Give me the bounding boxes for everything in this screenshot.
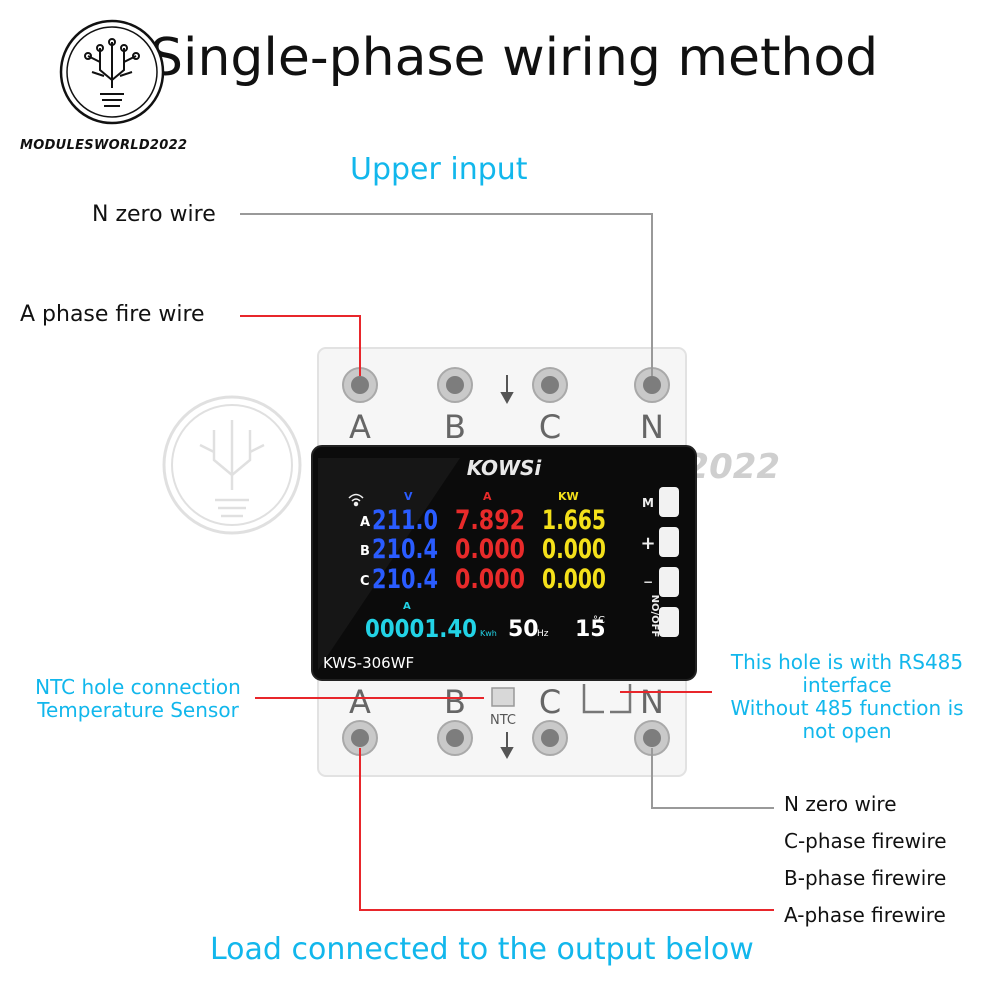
row-c-voltage: 210.4 bbox=[372, 564, 438, 595]
row-a-power: 1.665 bbox=[542, 505, 606, 536]
rs485-note-line1: This hole is with RS485 bbox=[730, 650, 964, 674]
temperature-reading: 15 bbox=[575, 617, 606, 642]
unit-temp: °C bbox=[593, 615, 605, 626]
unit-kwh: Kwh bbox=[480, 629, 497, 638]
menu-button-label: M bbox=[642, 496, 654, 510]
row-b-power: 0.000 bbox=[542, 534, 606, 565]
right-b-phase-label: B-phase firewire bbox=[784, 866, 947, 890]
top-a-wire bbox=[240, 315, 361, 376]
top-arrow-icon bbox=[500, 375, 514, 405]
row-b-current: 0.000 bbox=[455, 534, 525, 565]
rs485-note: This hole is with RS485 interface Withou… bbox=[712, 651, 982, 743]
bottom-terminal-c: C bbox=[539, 683, 561, 721]
brand-name: MODULESWORLD2022 bbox=[20, 138, 188, 153]
unit-amp-total: A bbox=[403, 601, 411, 612]
bottom-terminal-n: N bbox=[640, 683, 664, 721]
leader-lines bbox=[240, 213, 774, 911]
row-a-phase: A bbox=[360, 515, 370, 530]
row-a-voltage: 211.0 bbox=[372, 505, 438, 536]
unit-kw: KW bbox=[558, 490, 579, 503]
display-screen bbox=[311, 445, 697, 681]
unit-volt: V bbox=[404, 490, 413, 503]
row-c-phase: C bbox=[360, 574, 370, 589]
row-b-voltage: 210.4 bbox=[372, 534, 438, 565]
device-buttons bbox=[659, 487, 679, 637]
top-terminal-c: C bbox=[539, 408, 561, 446]
top-terminals bbox=[342, 367, 670, 403]
row-c-current: 0.000 bbox=[455, 564, 525, 595]
right-n-zero-wire-label: N zero wire bbox=[784, 792, 897, 816]
rs485-note-line4: not open bbox=[802, 719, 892, 743]
frequency-reading: 50 bbox=[508, 617, 539, 642]
menu-button[interactable] bbox=[659, 487, 679, 517]
minus-button[interactable] bbox=[659, 567, 679, 597]
bottom-terminal-b: B bbox=[444, 683, 466, 721]
bottom-a-wire bbox=[359, 748, 774, 911]
row-a-current: 7.892 bbox=[455, 505, 525, 536]
ntc-note: NTC hole connection Temperature Sensor bbox=[18, 676, 258, 722]
ntc-label: NTC bbox=[490, 713, 516, 728]
load-output-label: Load connected to the output below bbox=[210, 932, 754, 967]
brand-logo bbox=[59, 19, 165, 125]
device-model: KWS-306WF bbox=[323, 654, 414, 672]
a-phase-fire-wire-label: A phase fire wire bbox=[20, 302, 205, 327]
bottom-arrow-icon bbox=[500, 732, 514, 760]
top-terminal-a: A bbox=[349, 408, 371, 446]
ntc-note-line1: NTC hole connection bbox=[35, 675, 241, 699]
row-b-phase: B bbox=[360, 544, 370, 559]
bottom-n-wire bbox=[651, 748, 774, 809]
watermark bbox=[162, 395, 302, 535]
upper-input-label: Upper input bbox=[350, 152, 528, 187]
right-a-phase-label: A-phase firewire bbox=[784, 903, 946, 927]
rs485-port bbox=[582, 684, 632, 714]
unit-amp: A bbox=[483, 490, 492, 503]
energy-reading: 00001.40 bbox=[365, 614, 477, 643]
device-brand: KOWSi bbox=[467, 456, 543, 480]
page-title: Single-phase wiring method bbox=[150, 28, 879, 88]
plus-button-label: + bbox=[640, 533, 655, 554]
rs485-note-line2: interface bbox=[802, 673, 892, 697]
ntc-note-line2: Temperature Sensor bbox=[37, 698, 239, 722]
top-terminal-b: B bbox=[444, 408, 466, 446]
rs485-note-line3: Without 485 function is bbox=[730, 696, 964, 720]
bottom-terminal-a: A bbox=[349, 683, 371, 721]
top-n-wire bbox=[240, 213, 653, 376]
onoff-button-label: NO/OFF bbox=[649, 595, 660, 638]
unit-hz: Hz bbox=[537, 629, 549, 639]
plus-button[interactable] bbox=[659, 527, 679, 557]
n-zero-wire-label: N zero wire bbox=[92, 202, 216, 227]
row-c-power: 0.000 bbox=[542, 564, 606, 595]
minus-button-label: − bbox=[643, 575, 653, 589]
right-c-phase-label: C-phase firewire bbox=[784, 829, 947, 853]
top-terminal-n: N bbox=[640, 408, 664, 446]
onoff-button[interactable] bbox=[659, 607, 679, 637]
wifi-icon bbox=[348, 493, 364, 507]
bottom-terminal-screws bbox=[342, 720, 670, 756]
ntc-port bbox=[491, 687, 515, 707]
